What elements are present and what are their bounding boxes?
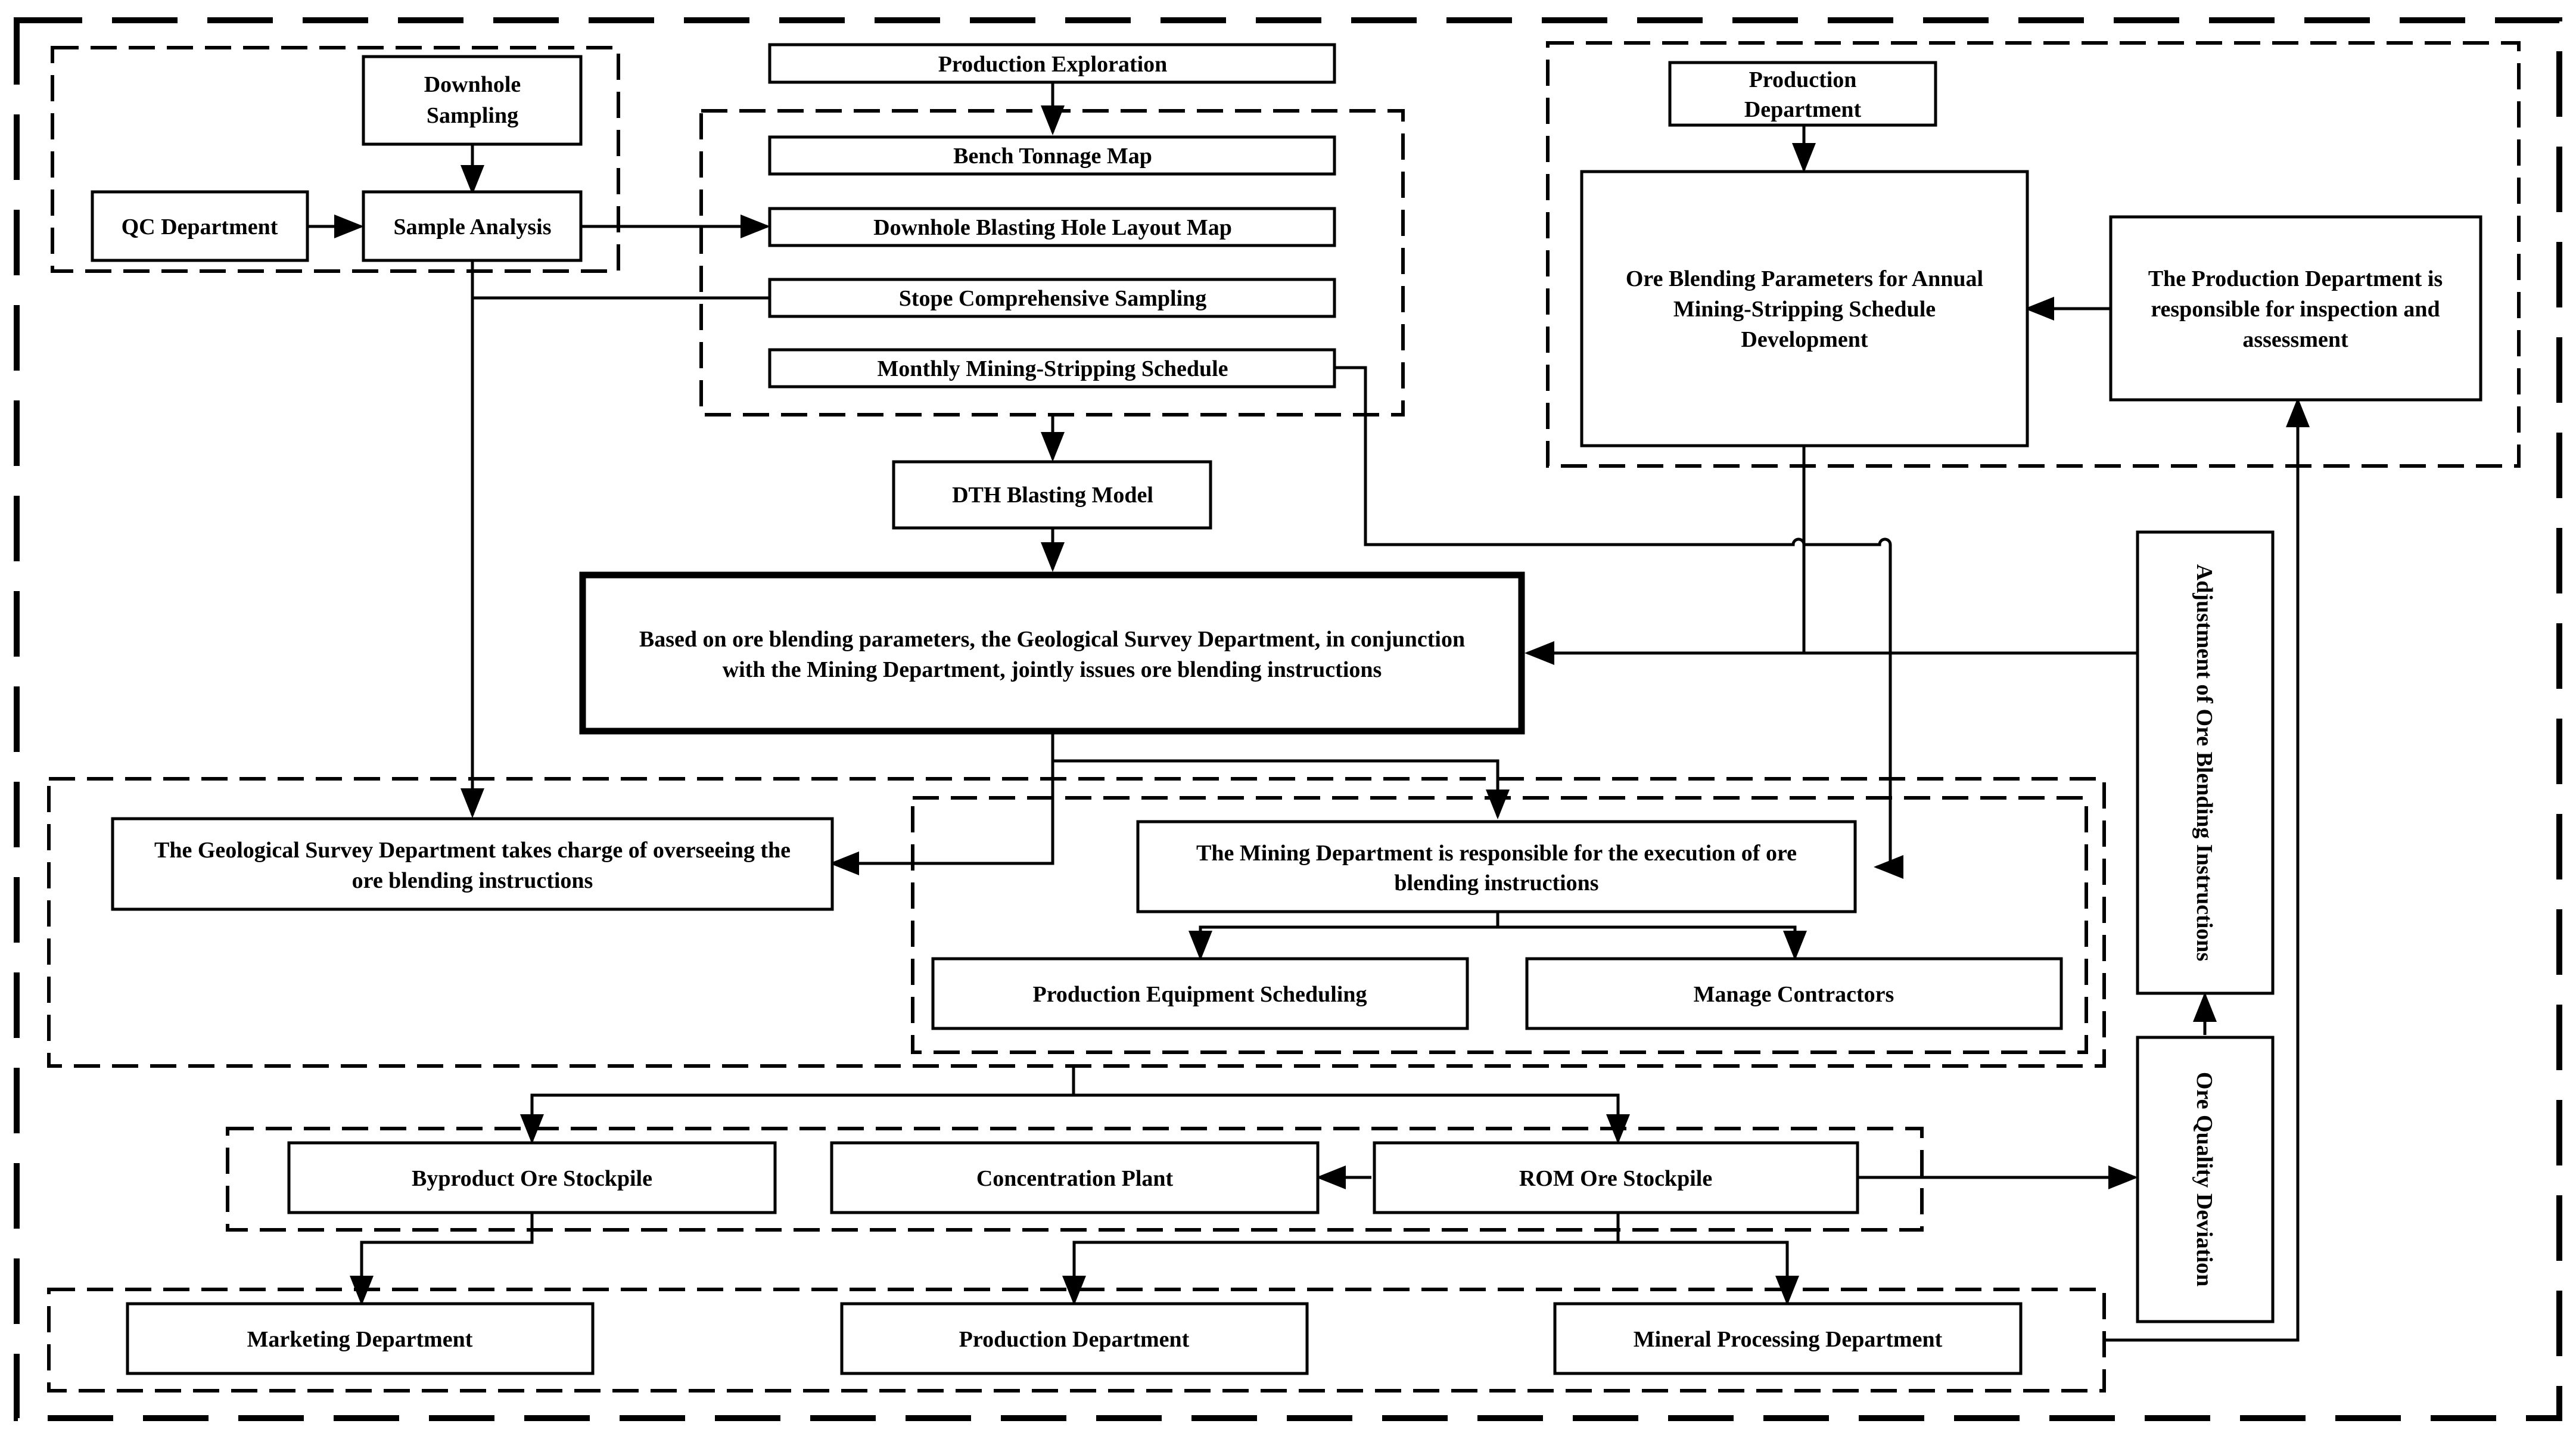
ore-quality-deviation-box: Ore Quality Deviation	[2136, 1036, 2275, 1323]
dth-blasting-model-box: DTH Blasting Model	[892, 460, 1212, 530]
production-inspection-label-line-2: responsible for inspection and	[2151, 297, 2440, 322]
ore-quality-deviation-label: Ore Quality Deviation	[2192, 1072, 2217, 1286]
qc-department-label: QC Department	[122, 215, 278, 240]
mining-execution-label-line-2: blending instructions	[1394, 871, 1598, 896]
geological-oversight-label-line-2: ore blending instructions	[352, 868, 593, 893]
manage-contractors-box: Manage Contractors	[1525, 957, 2063, 1030]
marketing-department-label: Marketing Department	[247, 1327, 473, 1352]
sampling-group-frame	[51, 46, 620, 273]
joint-instructions-box: Based on ore blending parameters, the Ge…	[579, 571, 1525, 735]
production-department-top-label-line-1: Production	[1749, 67, 1857, 92]
rom-ore-stockpile-box: ROM Ore Stockpile	[1373, 1141, 1859, 1214]
production-department-bottom-label: Production Department	[959, 1327, 1190, 1352]
byproduct-ore-stockpile-label: Byproduct Ore Stockpile	[412, 1166, 652, 1191]
connector-joint-to-geological-oversight	[829, 731, 1054, 875]
connector-execution-to-manage-contractors	[1496, 912, 1807, 961]
joint-instructions-label-line-2: with the Mining Department, jointly issu…	[723, 657, 1382, 682]
production-equipment-scheduling-label: Production Equipment Scheduling	[1032, 982, 1367, 1007]
downhole-sampling-box: Downhole Sampling	[362, 55, 583, 146]
outer-frame	[14, 17, 2562, 1421]
stope-comprehensive-sampling-box: Stope Comprehensive Sampling	[768, 278, 1336, 318]
stope-comprehensive-sampling-label: Stope Comprehensive Sampling	[899, 286, 1207, 311]
connectors	[307, 82, 2310, 1342]
production-inspection-box: The Production Department is responsible…	[2109, 215, 2482, 402]
production-department-top-box: Production Department	[1668, 61, 1937, 127]
ore-blending-parameters-label-line-1: Ore Blending Parameters for Annual	[1626, 266, 1983, 291]
marketing-department-box: Marketing Department	[126, 1302, 595, 1375]
byproduct-ore-stockpile-box: Byproduct Ore Stockpile	[287, 1141, 777, 1214]
instruction-handling-group-frame	[47, 777, 2106, 1068]
production-inspection-label-line-3: assessment	[2242, 327, 2348, 352]
concentration-plant-box: Concentration Plant	[830, 1141, 1320, 1214]
adjustment-instructions-box: Adjustment of Ore Blending Instructions	[2136, 530, 2275, 995]
ore-blending-parameters-label-line-2: Mining-Stripping Schedule	[1673, 297, 1936, 322]
qc-department-box: QC Department	[91, 190, 309, 262]
connector-execution-to-equipment-scheduling	[1189, 912, 1499, 961]
concentration-plant-label: Concentration Plant	[976, 1166, 1174, 1191]
ore-blending-parameters-box: Ore Blending Parameters for Annual Minin…	[1580, 170, 2029, 447]
monthly-mining-stripping-schedule-box: Monthly Mining-Stripping Schedule	[768, 348, 1336, 388]
mineral-processing-department-box: Mineral Processing Department	[1553, 1302, 2023, 1375]
production-exploration-label: Production Exploration	[938, 52, 1168, 77]
geological-oversight-box: The Geological Survey Department takes c…	[111, 817, 834, 911]
production-planning-group-frame	[1546, 41, 2521, 468]
stockpile-group-frame	[226, 1127, 1924, 1232]
monthly-mining-stripping-schedule-label: Monthly Mining-Stripping Schedule	[877, 356, 1228, 381]
connector-execution-group-to-rom	[1072, 1066, 1630, 1144]
mining-execution-label-line-1: The Mining Department is responsible for…	[1196, 841, 1797, 866]
downhole-sampling-label-line-1: Downhole	[424, 72, 521, 97]
geological-oversight-label-line-1: The Geological Survey Department takes c…	[154, 838, 791, 863]
mineral-processing-department-label: Mineral Processing Department	[1634, 1327, 1943, 1352]
production-department-top-label-line-2: Department	[1744, 97, 1862, 122]
downhole-sampling-label-line-2: Sampling	[427, 103, 518, 128]
downhole-blasting-hole-layout-map-label: Downhole Blasting Hole Layout Map	[873, 215, 1232, 240]
ore-blending-parameters-label-line-3: Development	[1741, 327, 1868, 352]
connector-departments-to-inspection	[2104, 397, 2310, 1342]
rom-ore-stockpile-label: ROM Ore Stockpile	[1519, 1166, 1712, 1191]
sample-analysis-label: Sample Analysis	[393, 215, 551, 240]
joint-instructions-label-line-1: Based on ore blending parameters, the Ge…	[639, 627, 1465, 652]
production-exploration-box: Production Exploration	[768, 43, 1336, 84]
connector-byproduct-to-marketing	[350, 1213, 534, 1306]
production-department-bottom-box: Production Department	[840, 1302, 1309, 1375]
dth-blasting-model-label: DTH Blasting Model	[952, 483, 1153, 508]
mining-execution-box: The Mining Department is responsible for…	[1136, 820, 1857, 913]
downhole-blasting-hole-layout-map-box: Downhole Blasting Hole Layout Map	[768, 207, 1336, 247]
production-equipment-scheduling-box: Production Equipment Scheduling	[931, 957, 1469, 1030]
adjustment-instructions-label: Adjustment of Ore Blending Instructions	[2192, 564, 2217, 961]
connector-rom-to-mineral-processing	[1616, 1213, 1799, 1306]
sample-analysis-box: Sample Analysis	[362, 190, 583, 262]
connector-joint-to-mining-execution	[1051, 731, 1510, 819]
production-inspection-label-line-1: The Production Department is	[2148, 266, 2443, 291]
bench-tonnage-map-box: Bench Tonnage Map	[768, 135, 1336, 176]
manage-contractors-label: Manage Contractors	[1694, 982, 1894, 1007]
bench-tonnage-map-label: Bench Tonnage Map	[953, 144, 1152, 169]
